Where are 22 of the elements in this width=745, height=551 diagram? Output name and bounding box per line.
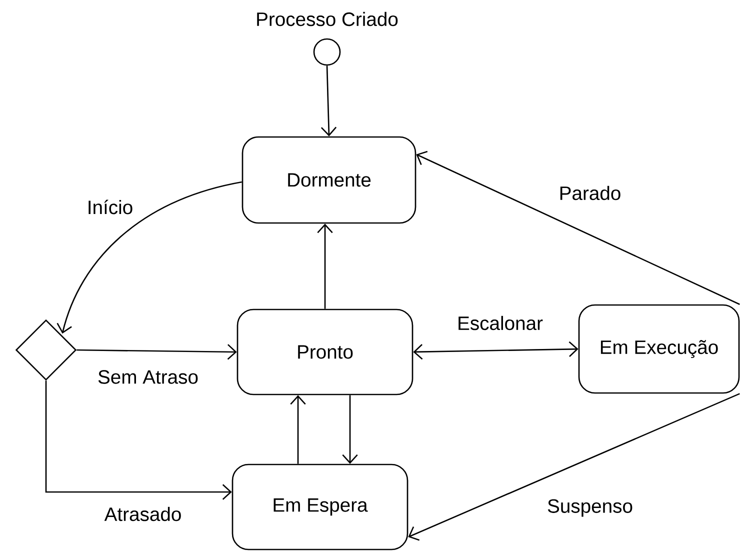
- node-caption: Processo Criado: [257, 12, 398, 26]
- state-box: Em Execução: [578, 304, 740, 394]
- arrow: [317, 224, 333, 309]
- arrow: [56, 181, 242, 334]
- edge-label: Parado: [558, 184, 623, 202]
- edge-label: Atrasado: [102, 506, 184, 522]
- state-box: Dormente: [242, 136, 416, 224]
- edge-label: Início: [86, 198, 134, 216]
- arrow: [342, 395, 358, 464]
- edge-label: Escalonar: [456, 314, 544, 332]
- arrow: [408, 393, 740, 541]
- arrow: [290, 395, 306, 464]
- arrow: [320, 66, 337, 136]
- arrow: [416, 150, 740, 305]
- state-box: Em Espera: [232, 464, 408, 550]
- state-box: Pronto: [236, 308, 414, 396]
- arrow: [413, 341, 578, 360]
- arrow: [76, 344, 237, 360]
- edge-label: Sem Atraso: [96, 368, 200, 386]
- edge-label: Suspenso: [546, 498, 634, 518]
- arrow: [45, 380, 232, 500]
- start-circle: [313, 38, 341, 66]
